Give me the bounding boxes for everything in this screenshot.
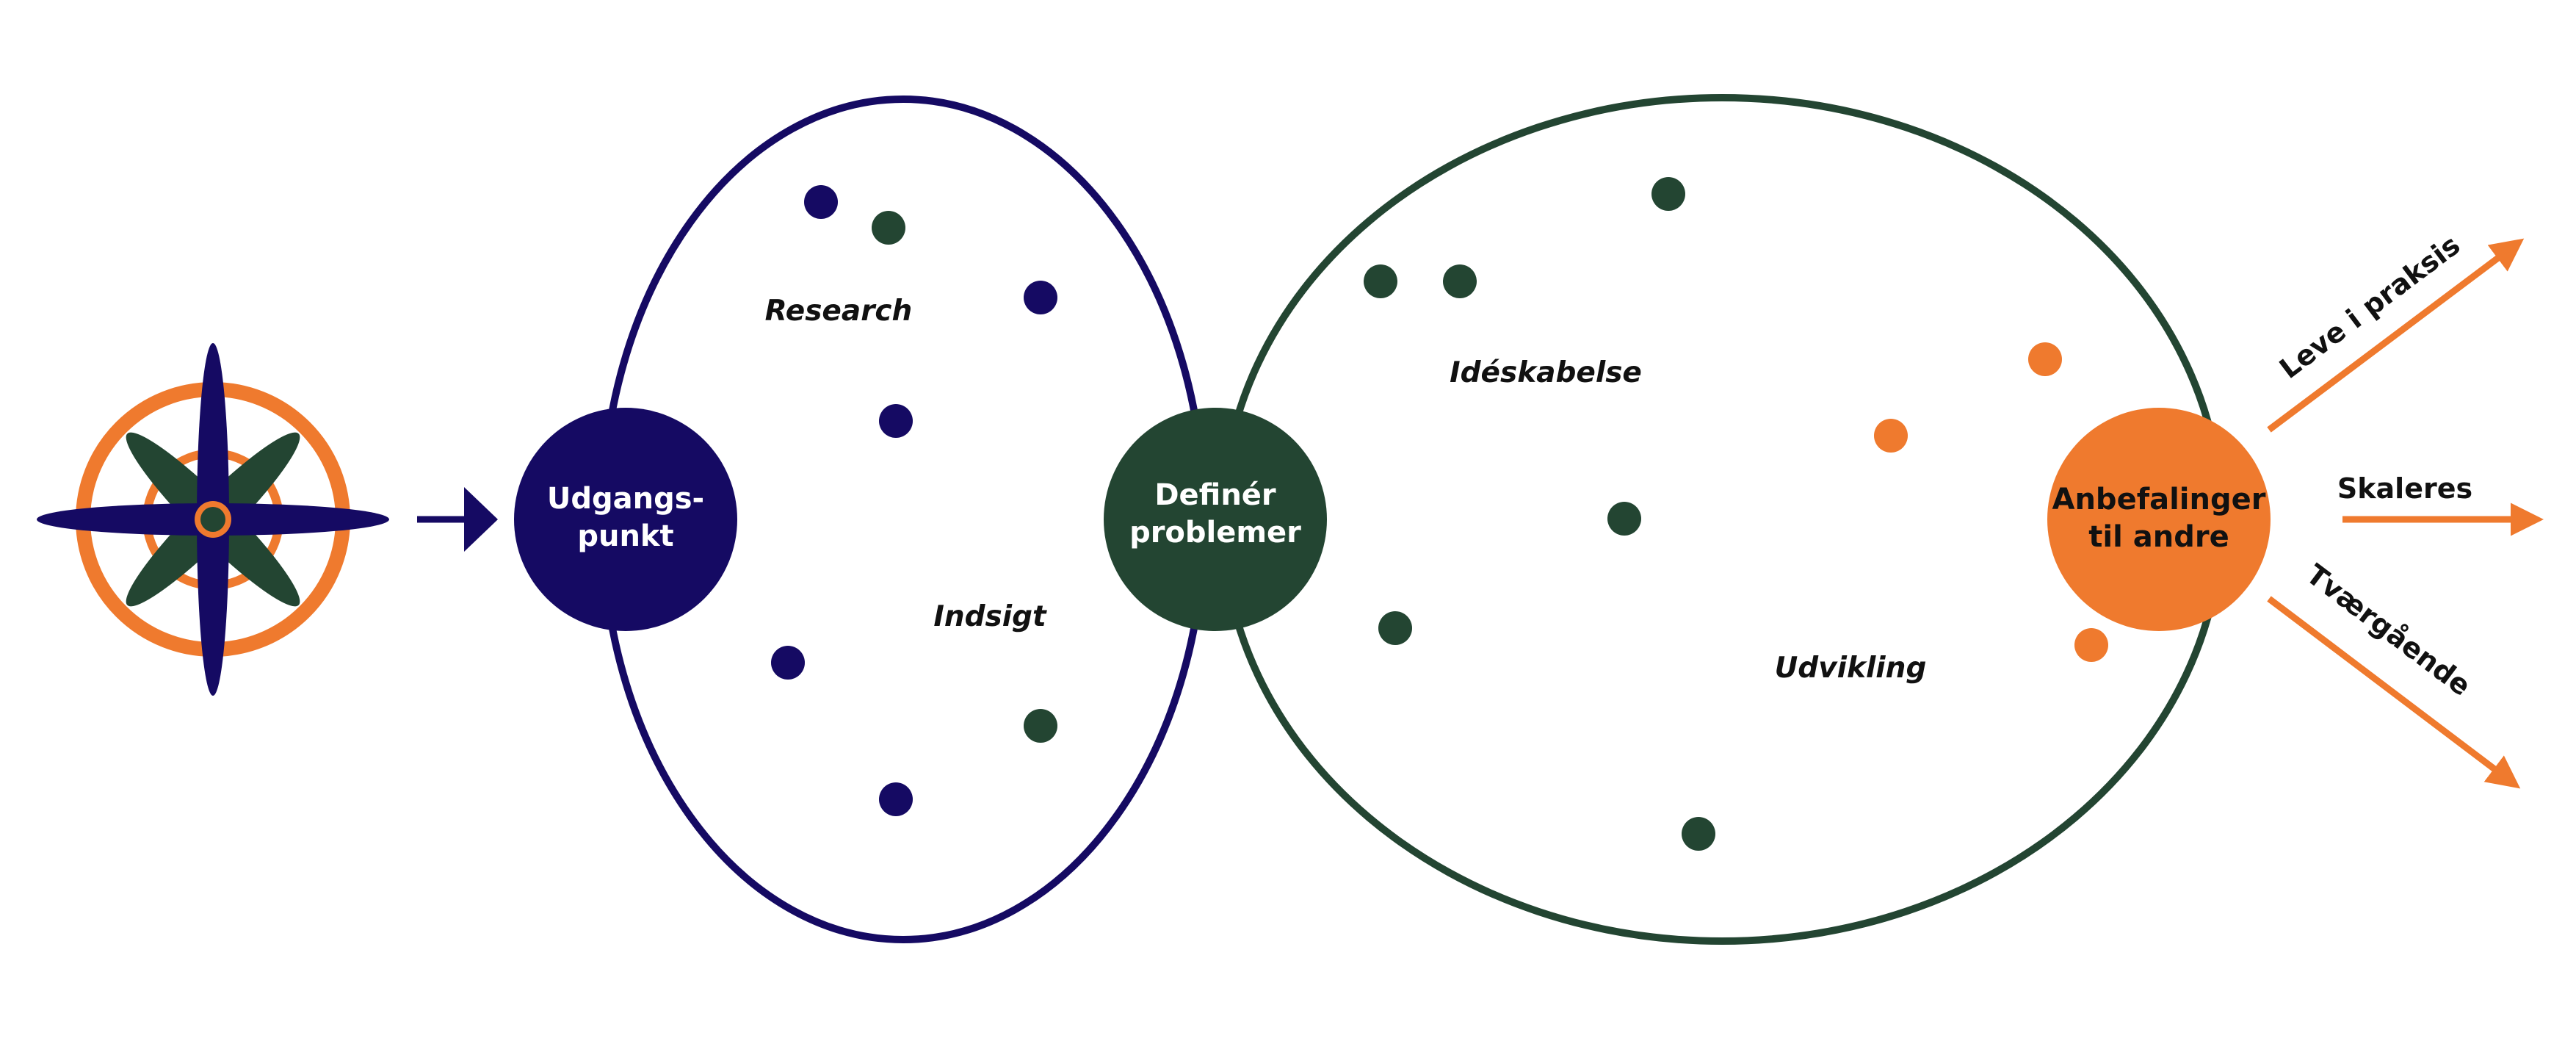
dot [879, 404, 913, 438]
phase-label-ideation: Idéskabelse [1450, 356, 1642, 389]
dot [804, 185, 838, 219]
phase-label-research: Research [765, 295, 913, 328]
development-dots [1364, 177, 2108, 851]
dot [1024, 709, 1057, 743]
dot [2074, 628, 2108, 662]
dot [1607, 502, 1641, 536]
dot [1024, 281, 1057, 314]
recommend-node-label-line2: til andre [2088, 520, 2229, 554]
start-node-label-line1: Udgangs- [547, 482, 704, 516]
define-node: Definér problemer [1104, 408, 1327, 631]
dot [1378, 611, 1412, 645]
discovery-dots [771, 185, 1057, 816]
phase-label-development: Udvikling [1775, 652, 1927, 685]
dot [879, 782, 913, 816]
dot [771, 646, 805, 680]
arrow-practice [2267, 238, 2525, 433]
define-node-label-line2: problemer [1129, 516, 1301, 550]
compass-icon [37, 343, 389, 696]
phase-label-insight: Indsigt [933, 600, 1047, 633]
outcome-label-cross: Tværgående [2301, 558, 2477, 702]
outcome-label-scale: Skaleres [2337, 472, 2472, 505]
dot [2028, 342, 2062, 376]
dot [872, 211, 905, 245]
arrow-cross [2267, 596, 2521, 789]
dot [1364, 264, 1397, 298]
start-node-label-line2: punkt [577, 519, 673, 553]
dot [1651, 177, 1685, 211]
arrow-right-icon [417, 487, 498, 552]
define-node-label-line1: Definér [1154, 478, 1276, 512]
dot [1443, 264, 1477, 298]
dot [1682, 817, 1715, 851]
dot [1874, 419, 1908, 453]
start-node: Udgangs- punkt [514, 408, 737, 631]
recommend-node: Anbefalinger til andre [2047, 408, 2271, 631]
recommend-node-label-line1: Anbefalinger [2052, 483, 2266, 516]
